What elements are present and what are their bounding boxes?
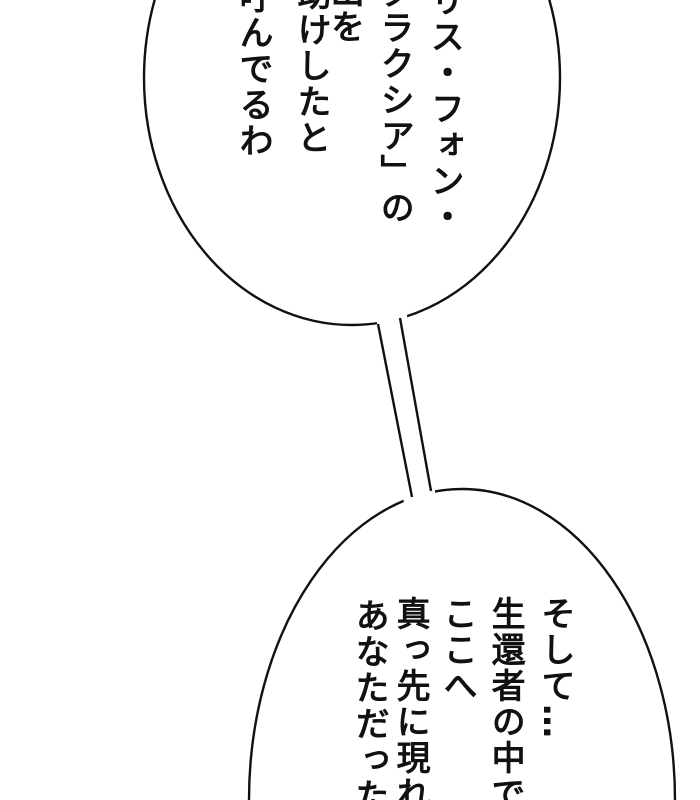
dialogue-column: 生還者の中で [485,596,526,800]
dialogue-column: 出を [324,0,365,45]
dialogue-column: あなただった [349,598,390,800]
bubble-connector-left-line [376,323,414,498]
dialogue-column: リス・フォン・ [424,0,465,235]
dialogue-column: 助けしたと [291,0,332,156]
dialogue-column: 真っ先に現れ [390,596,431,800]
speech-bubble-bottom-outline [247,487,677,800]
bubble-connector-right-line [398,317,433,492]
dialogue-column: ここへ [437,596,478,704]
dialogue-column: グラクシア」の [374,0,415,226]
dialogue-column: そして… [535,596,576,740]
speech-bubble-top-outline [142,0,562,327]
bubble-connector-fill [375,303,436,510]
dialogue-column: 呼んでるわ [233,0,274,159]
